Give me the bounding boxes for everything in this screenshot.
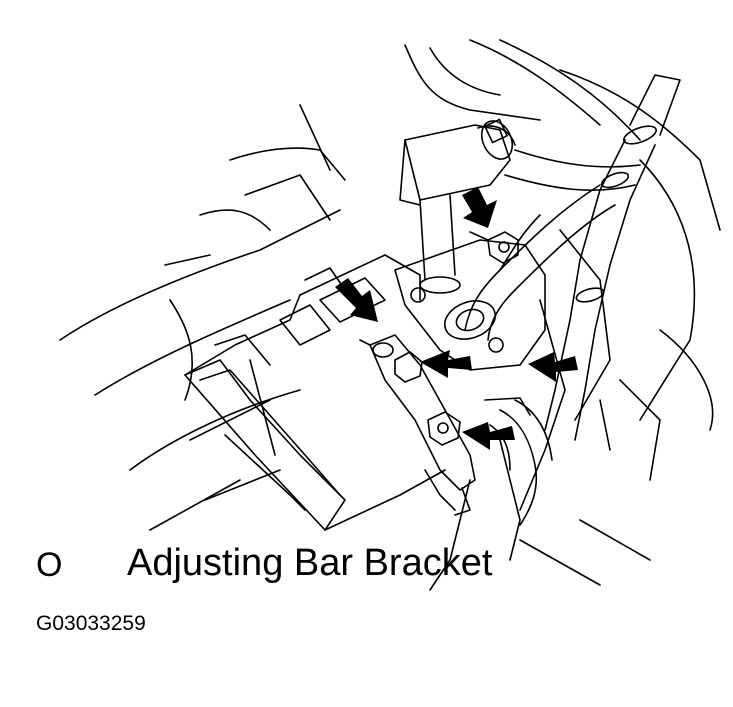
callout-arrow xyxy=(462,187,497,228)
callout-arrow xyxy=(528,352,578,382)
tube-stub xyxy=(399,139,461,294)
flange-plate xyxy=(394,239,546,371)
upper-fitting xyxy=(404,118,516,201)
engine-bay-contours xyxy=(59,39,721,591)
callout-arrow xyxy=(335,278,378,322)
adjusting-bar-bracket xyxy=(359,334,476,516)
wiring xyxy=(484,397,553,526)
callout-arrow xyxy=(462,422,515,450)
vertical-pipe xyxy=(544,74,681,441)
caption-title: Adjusting Bar Bracket xyxy=(127,542,493,584)
callout-arrows xyxy=(335,187,578,450)
figure-code: G03033259 xyxy=(36,612,146,635)
callout-arrow xyxy=(420,350,472,378)
caption-marker: O xyxy=(36,546,63,584)
flange-nut xyxy=(469,231,519,264)
hose xyxy=(464,149,641,341)
